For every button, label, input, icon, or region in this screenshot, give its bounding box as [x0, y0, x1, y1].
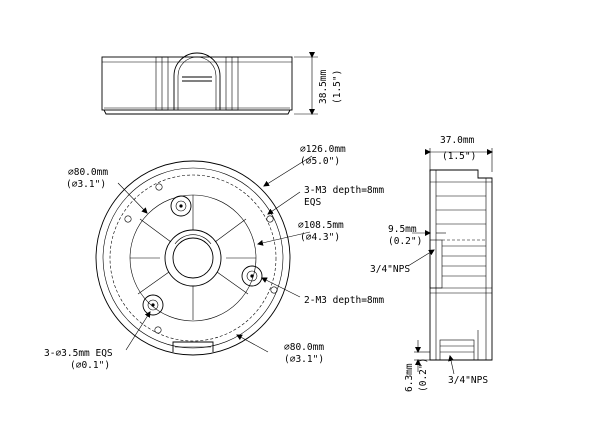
hole-left: [124, 215, 132, 223]
m3-depth-two-label: 2-M3 depth=8mm: [304, 295, 384, 306]
dia-108-inch-label: (⌀4.3"): [300, 232, 340, 243]
holes-3-5-inch-label: (⌀0.1"): [70, 360, 110, 371]
side-section-view: 37.0mm (1.5") 9.5mm (0.2") 3/4"NPS: [370, 135, 493, 392]
bottom-inch-label: (0.2"): [418, 358, 429, 392]
boss-left: [142, 294, 164, 316]
width-mm-label: 37.0mm: [440, 135, 475, 146]
boss-upper: [170, 195, 192, 217]
hole-right-top: [266, 215, 274, 223]
holes-3-5-label: 3-⌀3.5mm EQS: [44, 348, 113, 359]
dia-126-inch-label: (⌀5.0"): [300, 156, 340, 167]
m3-depth-eqs-label: 3-M3 depth=8mm: [304, 185, 384, 196]
hole-top: [155, 183, 163, 191]
dia-80-top-label: ⌀80.0mm: [68, 167, 108, 178]
dia-108-label: ⌀108.5mm: [298, 220, 344, 231]
dia-126-label: ⌀126.0mm: [300, 144, 346, 155]
hole-right: [270, 286, 278, 294]
bottom-mm-label: 6.3mm: [404, 363, 415, 392]
offset-inch-label: (0.2"): [388, 236, 422, 247]
front-plan-view: ⌀126.0mm (⌀5.0") ⌀80.0mm (⌀3.1") 3-M3 de…: [44, 144, 384, 371]
dia-80-bottom-label: ⌀80.0mm: [284, 342, 324, 353]
boss-right: [241, 265, 263, 287]
eqs-label: EQS: [304, 197, 321, 208]
nps-upper-label: 3/4"NPS: [370, 264, 410, 275]
width-inch-label: (1.5"): [442, 151, 476, 162]
dia-80-bottom-inch-label: (⌀3.1"): [284, 354, 324, 365]
dia-80-top-inch-label: (⌀3.1"): [66, 179, 106, 190]
height-mm-label: 38.5mm: [318, 69, 329, 104]
height-inch-label: (1.5"): [332, 70, 343, 104]
nps-lower-label: 3/4"NPS: [448, 375, 488, 386]
offset-mm-label: 9.5mm: [388, 224, 417, 235]
top-elevation-view: 38.5mm (1.5"): [101, 52, 343, 115]
hole-bottom: [154, 326, 162, 334]
